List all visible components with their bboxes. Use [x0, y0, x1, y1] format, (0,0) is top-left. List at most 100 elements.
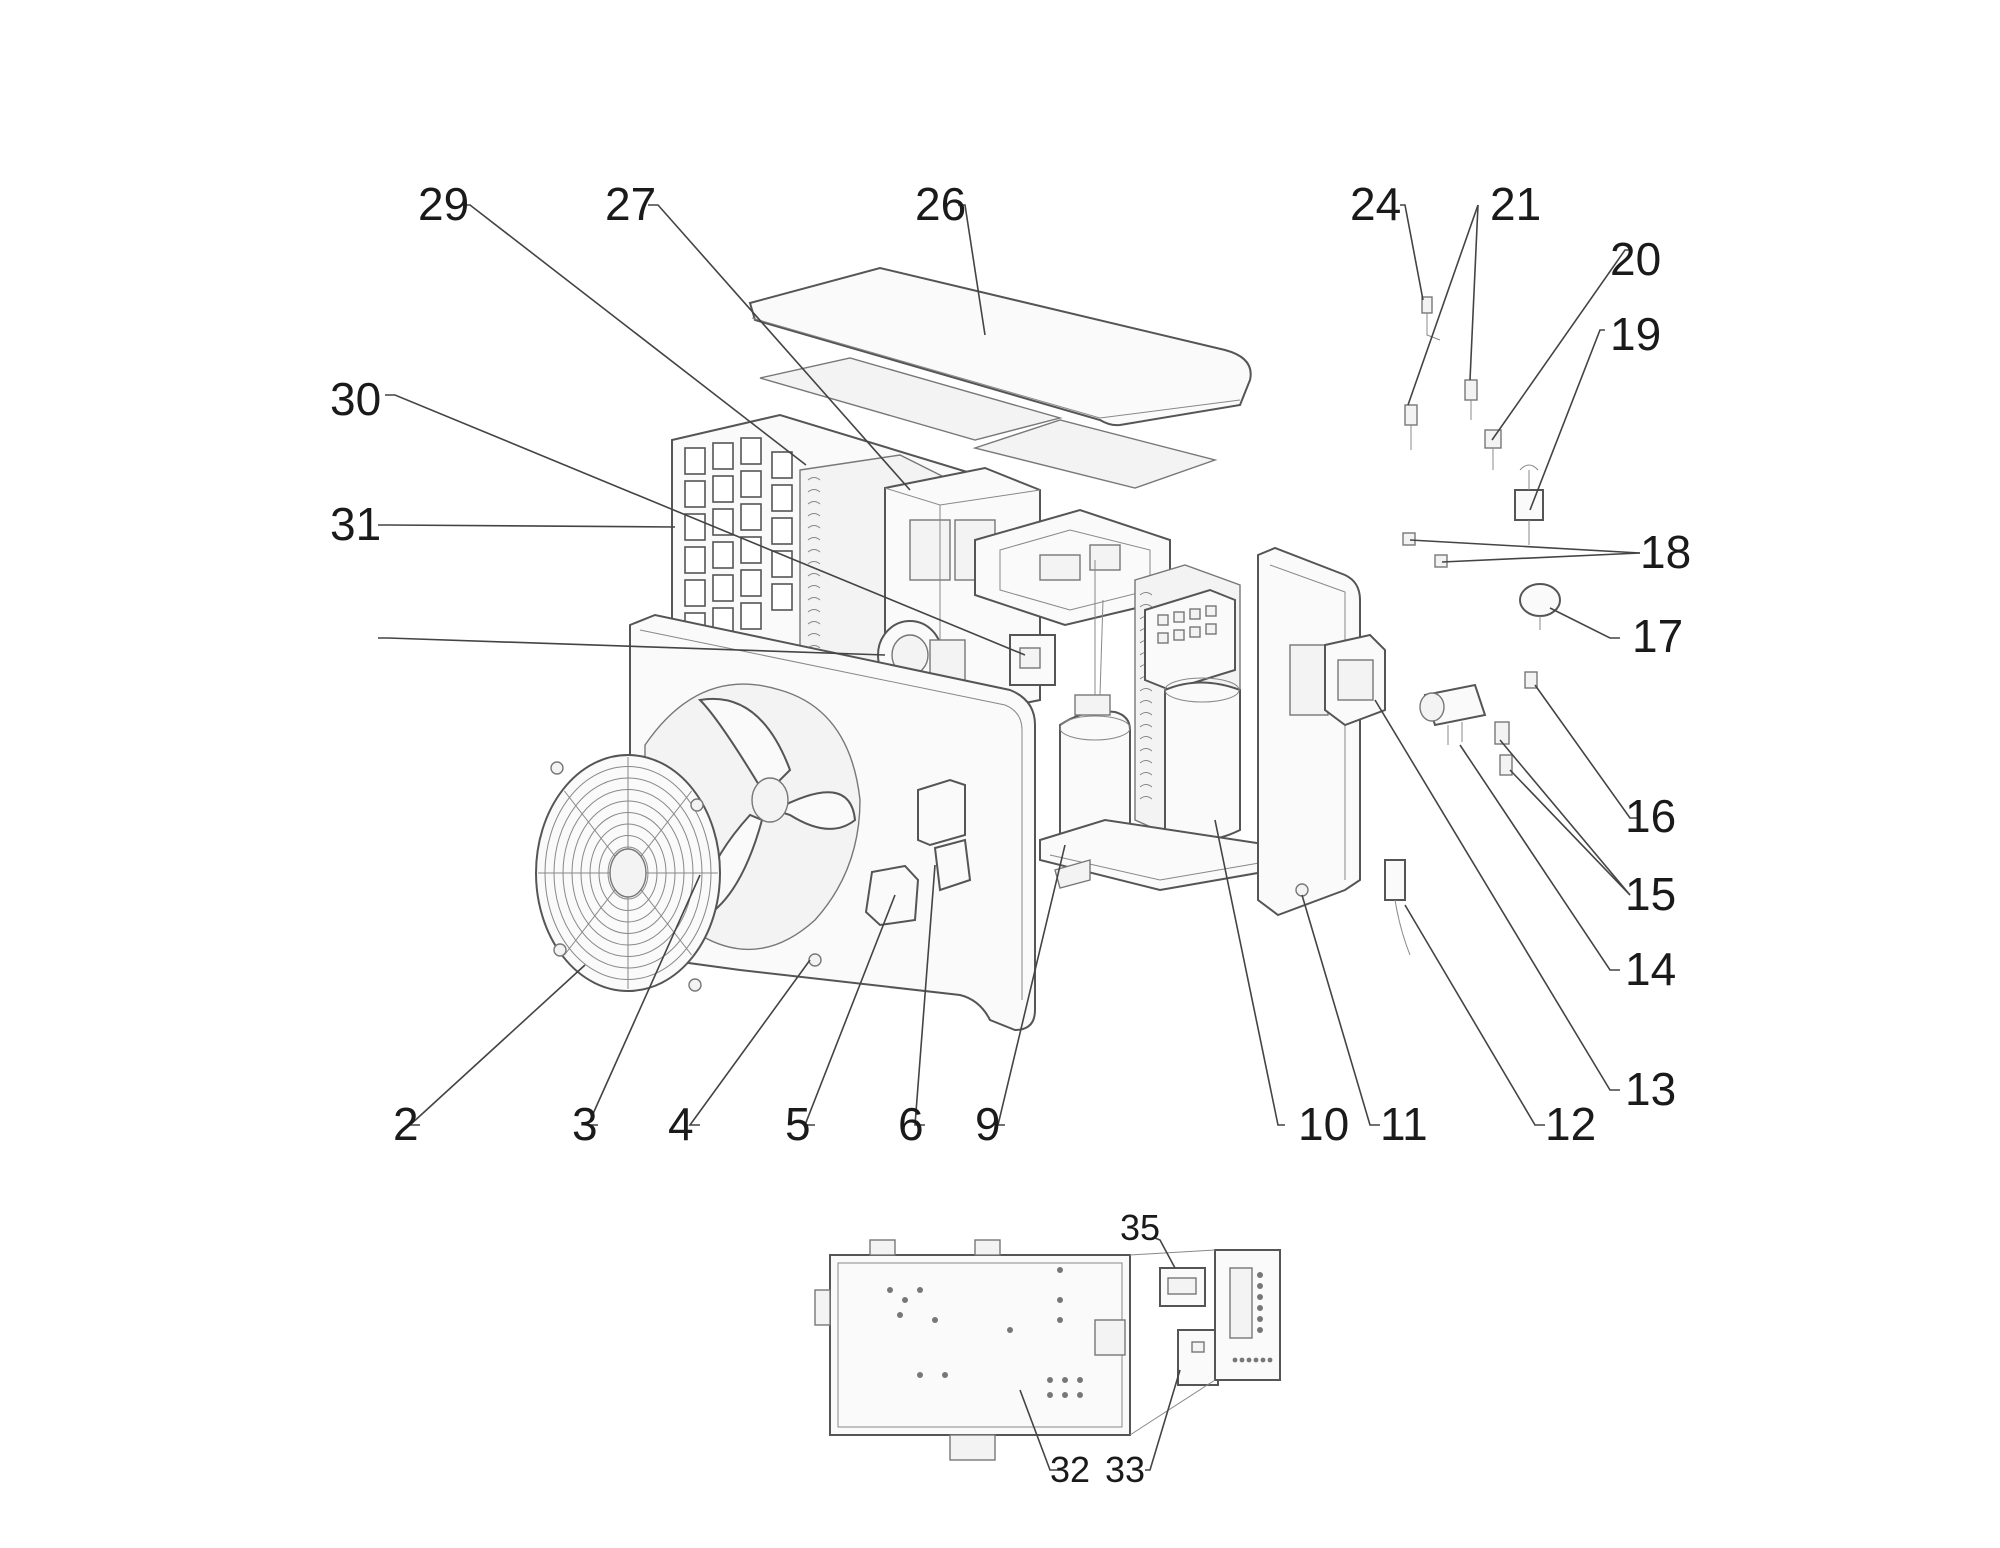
coil-bend: [1139, 700, 1153, 704]
coil-bend: [1139, 712, 1153, 716]
terminal-screw: [1257, 1272, 1263, 1278]
coil-bend: [807, 501, 821, 505]
coil-bend: [1139, 772, 1153, 776]
grille-cell: [771, 517, 793, 545]
coil-bend: [1139, 604, 1153, 608]
callout-29: 30: [330, 373, 381, 425]
board-component: [1057, 1267, 1063, 1273]
grille-cell: [712, 442, 734, 470]
coil-bend: [1139, 748, 1153, 752]
board-component: [1057, 1317, 1063, 1323]
board-component: [1062, 1392, 1068, 1398]
grille-cell: [740, 503, 762, 531]
small-parts: [1384, 296, 1561, 956]
coil-bend: [1139, 760, 1153, 764]
coil-bend: [807, 585, 821, 589]
callout-12: 13: [1625, 1063, 1676, 1115]
callout-5: 6: [898, 1098, 924, 1150]
control-display: [1144, 588, 1236, 692]
capacitor: [1009, 634, 1056, 686]
callout-16: 17: [1632, 610, 1683, 662]
grille-cell: [740, 536, 762, 564]
board-component: [1057, 1297, 1063, 1303]
callout-26: 27: [605, 178, 656, 230]
controller-tray: [974, 508, 1171, 627]
grille-cell: [684, 579, 706, 607]
grille-cell: [684, 447, 706, 475]
terminal-screw: [1257, 1327, 1263, 1333]
leader-lines: [378, 204, 1641, 1471]
callout-11: 12: [1545, 1098, 1596, 1150]
display-button: [1189, 608, 1201, 620]
coil-bend: [1139, 592, 1153, 596]
coil-bend: [807, 549, 821, 553]
terminal-pin: [1260, 1357, 1266, 1363]
grille-cell: [684, 480, 706, 508]
controller-board-assembly: [814, 1239, 1281, 1461]
callout-32: 32: [1050, 1449, 1090, 1490]
coil-bend: [807, 621, 821, 625]
top-cover: [748, 266, 1252, 489]
board-component: [902, 1297, 908, 1303]
callout-15: 16: [1625, 790, 1676, 842]
callout-24: 26: [915, 178, 966, 230]
coil-bend: [807, 477, 821, 481]
callout-27: 29: [418, 178, 469, 230]
terminal-pin: [1246, 1357, 1252, 1363]
board-component: [897, 1312, 903, 1318]
grille-cell: [771, 484, 793, 512]
callout-19: 20: [1610, 233, 1661, 285]
grille-cell: [740, 470, 762, 498]
display-button: [1205, 623, 1217, 635]
grille-cell: [684, 513, 706, 541]
coil-bend: [1139, 724, 1153, 728]
coil-bend: [807, 573, 821, 577]
terminal-screw: [1257, 1305, 1263, 1311]
callout-10: 11: [1380, 1098, 1428, 1150]
board-component: [887, 1287, 893, 1293]
callout-6: 9: [975, 1098, 1001, 1150]
grille-cell: [684, 546, 706, 574]
board-component: [1047, 1392, 1053, 1398]
callout-4: 5: [785, 1098, 811, 1150]
board-component: [917, 1372, 923, 1378]
display-button: [1205, 605, 1217, 617]
terminal-pin: [1239, 1357, 1245, 1363]
terminal-pin: [1232, 1357, 1238, 1363]
board-component: [1007, 1327, 1013, 1333]
side-panel: [1257, 546, 1361, 917]
coil-bend: [1139, 688, 1153, 692]
terminal-screw: [1257, 1294, 1263, 1300]
callout-21: 24: [1350, 178, 1401, 230]
terminal-pin: [1253, 1357, 1259, 1363]
board-component: [942, 1372, 948, 1378]
heat-exchanger: [1164, 677, 1241, 841]
callout-1: 2: [393, 1098, 419, 1150]
callout-9: 10: [1298, 1098, 1349, 1150]
coil-bend: [807, 609, 821, 613]
coil-bend: [807, 489, 821, 493]
callout-33: 33: [1105, 1449, 1145, 1490]
callout-17: 18: [1640, 526, 1691, 578]
board-component: [1077, 1392, 1083, 1398]
board-component: [917, 1287, 923, 1293]
callout-3: 4: [668, 1098, 694, 1150]
board-component: [932, 1317, 938, 1323]
terminal-pin: [1267, 1357, 1273, 1363]
terminal-screw: [1257, 1316, 1263, 1322]
coil-bend: [807, 513, 821, 517]
fan-grille: [535, 754, 721, 992]
display-button: [1173, 611, 1185, 623]
display-button: [1157, 614, 1169, 626]
callout-20: 21: [1490, 178, 1541, 230]
callout-30: 31: [330, 498, 381, 550]
grille-cell: [771, 583, 793, 611]
callout-14: 15: [1625, 868, 1676, 920]
coil-bend: [1139, 796, 1153, 800]
callout-13: 14: [1625, 943, 1676, 995]
grille-cell: [740, 437, 762, 465]
coil-bend: [1139, 784, 1153, 788]
coil-bend: [807, 597, 821, 601]
grille-cell: [740, 602, 762, 630]
